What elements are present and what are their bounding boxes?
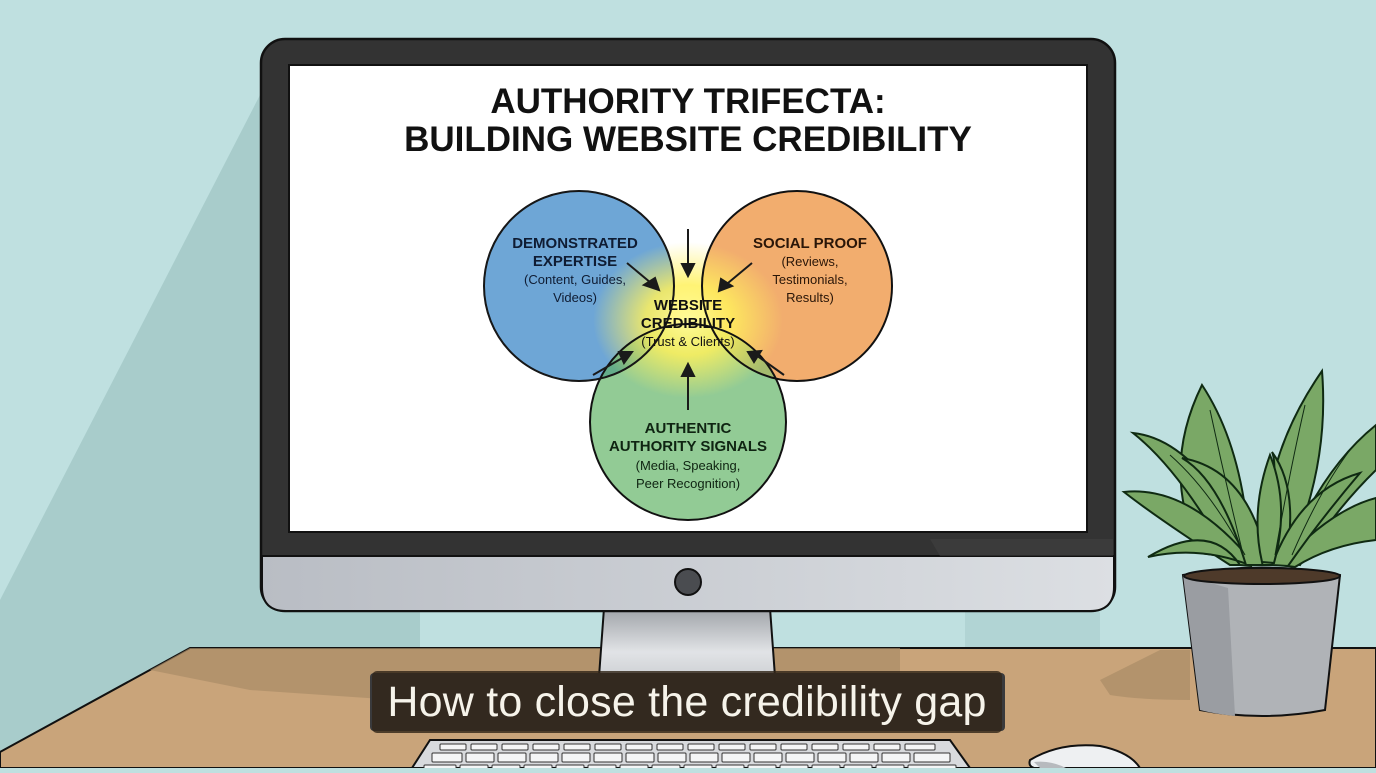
social-proof-title: SOCIAL PROOF — [753, 235, 867, 252]
social-proof-detail-line1: (Reviews, — [781, 254, 838, 269]
video-caption: How to close the credibility gap — [372, 671, 1002, 733]
expertise-detail-line1: (Content, Guides, — [524, 272, 626, 287]
diagram-title-line1: AUTHORITY TRIFECTA: — [490, 82, 885, 121]
expertise-title-line2: EXPERTISE — [533, 253, 617, 270]
center-title-line2: CREDIBILITY — [641, 315, 735, 332]
center-title-line1: WEBSITE — [654, 297, 722, 314]
expertise-detail-line2: Videos) — [553, 290, 597, 305]
wall-shadow — [0, 95, 260, 768]
potted-plant — [1121, 368, 1376, 717]
authority-detail-line2: Peer Recognition) — [636, 476, 740, 491]
venn-diagram: DEMONSTRATED EXPERTISE (Content, Guides,… — [483, 190, 893, 521]
monitor-logo — [674, 568, 702, 596]
authority-title-line2: AUTHORITY SIGNALS — [609, 438, 767, 455]
center-detail: (Trust & Clients) — [641, 334, 734, 349]
keyboard — [410, 739, 972, 772]
authority-detail-line1: (Media, Speaking, — [636, 458, 741, 473]
expertise-title-line1: DEMONSTRATED — [512, 235, 638, 252]
social-proof-detail-line2: Testimonials, — [772, 272, 847, 287]
authority-title-line1: AUTHENTIC — [645, 420, 732, 437]
arrows — [592, 229, 785, 410]
social-proof-detail-line3: Results) — [786, 290, 834, 305]
diagram-title-line2: BUILDING WEBSITE CREDIBILITY — [404, 120, 972, 159]
mouse — [1028, 744, 1142, 769]
